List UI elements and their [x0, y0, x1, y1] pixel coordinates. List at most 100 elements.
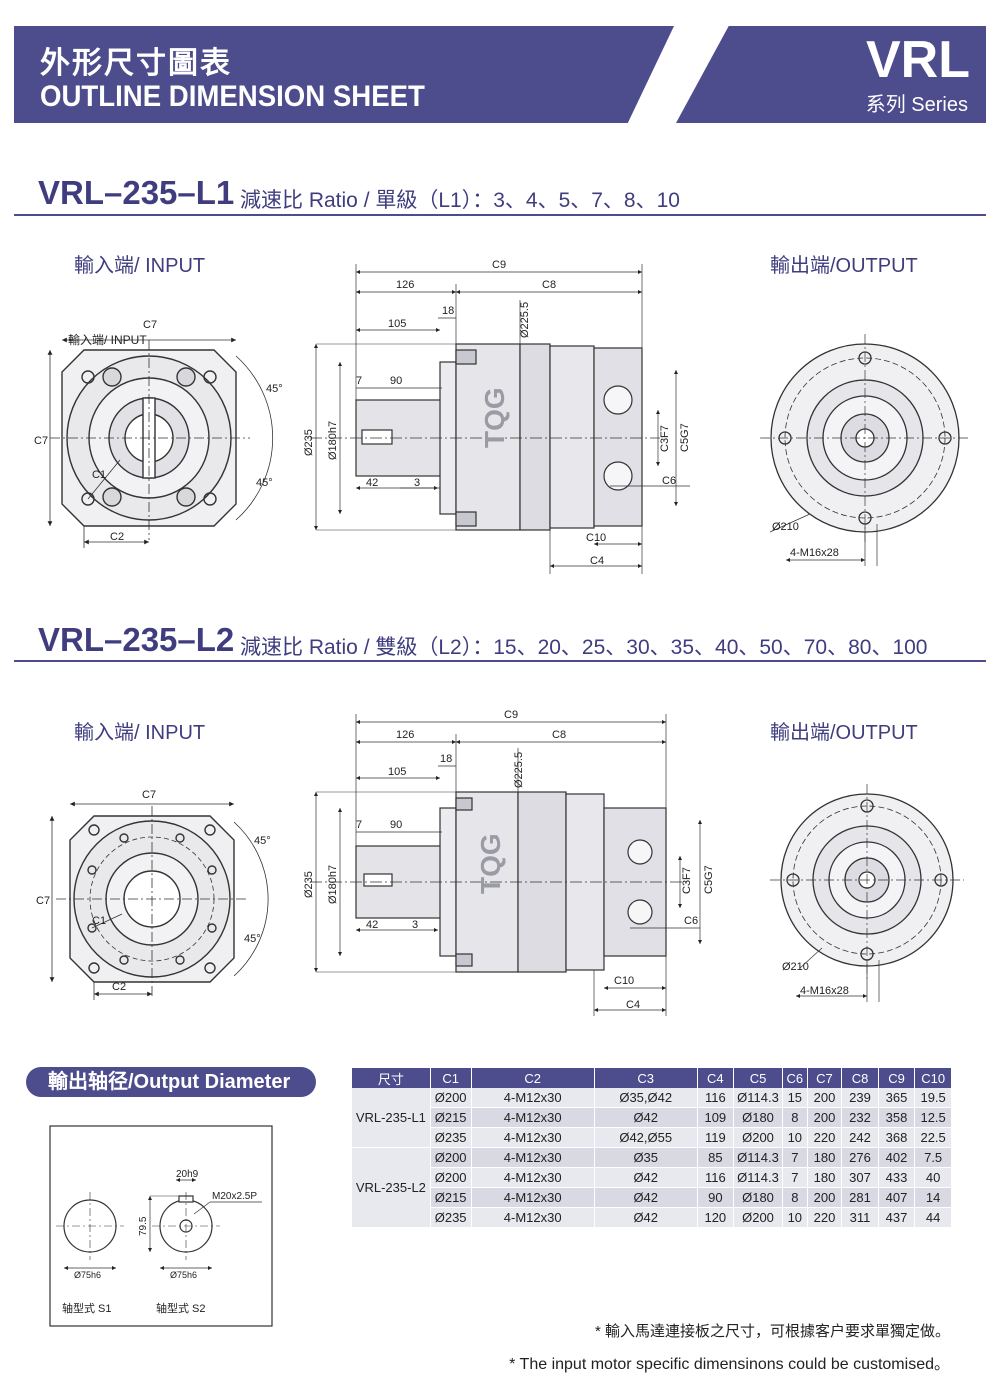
section-1-model: VRL–235–L1 — [38, 174, 235, 211]
table-cell: 220 — [807, 1127, 843, 1148]
table-cell: 120 — [697, 1207, 735, 1228]
table-cell: 116 — [697, 1088, 735, 1108]
section-2-ratio: 減速比 Ratio / 雙級（L2）：15、20、25、30、35、40、50、… — [240, 636, 928, 659]
s1-inner-input-label: 輸入端/ INPUT — [68, 332, 147, 347]
table-cell: 281 — [841, 1187, 879, 1208]
s2-dim-3: 3 — [412, 919, 418, 931]
s1-dim-m16: 4-M16x28 — [790, 547, 839, 559]
s2-dim-7: 7 — [356, 819, 362, 831]
s1-side-view-drawing — [310, 264, 690, 574]
s1-input-flange-drawing — [47, 337, 274, 548]
s2-thread: M20x2.5P — [212, 1191, 257, 1202]
table-cell: Ø42,Ø55 — [594, 1127, 698, 1148]
table-cell: 116 — [697, 1167, 735, 1188]
table-cell: 14 — [914, 1187, 952, 1208]
s2-dim-c3: C3F7 — [681, 867, 693, 894]
s1-dim-7: 7 — [356, 375, 362, 387]
title-english: OUTLINE DIMENSION SHEET — [40, 80, 425, 113]
table-cell: 15 — [782, 1088, 808, 1108]
table-cell: 239 — [841, 1088, 879, 1108]
s1-output-flange-drawing — [760, 334, 970, 566]
table-cell: 85 — [697, 1147, 735, 1168]
s1-dim-c8: C8 — [542, 279, 556, 291]
s1-dim-c5: C5G7 — [679, 423, 691, 452]
s1-logo: TQG — [479, 387, 510, 448]
table-cell: Ø215 — [430, 1187, 472, 1208]
table-cell: Ø235 — [430, 1127, 472, 1148]
table-cell: Ø180 — [733, 1187, 783, 1208]
section-1-output-label: 輸出端/OUTPUT — [770, 255, 918, 277]
s1-dim-c7: C7 — [143, 319, 157, 331]
table-cell: 402 — [878, 1147, 916, 1168]
table-cell: 119 — [697, 1127, 735, 1148]
table-cell: 10 — [782, 1207, 808, 1228]
section-2-output-label: 輸出端/OUTPUT — [770, 722, 918, 744]
s1-dim-180: Ø180h7 — [327, 421, 339, 460]
table-cell: 276 — [841, 1147, 879, 1168]
table-cell: 4-M12x30 — [471, 1107, 595, 1128]
col-header: C4 — [697, 1068, 735, 1088]
s2-dim-c5: C5G7 — [703, 865, 715, 894]
s2-dim-c9: C9 — [504, 709, 518, 721]
s1-dim-210: Ø210 — [772, 521, 799, 533]
table-cell: Ø42 — [594, 1167, 698, 1188]
table-cell: 4-M12x30 — [471, 1207, 595, 1228]
table-cell: 7 — [782, 1167, 808, 1188]
s1-dim-c3: C3F7 — [659, 425, 671, 452]
s2-dim-c1: C1 — [92, 915, 106, 927]
s2-dim-210: Ø210 — [782, 961, 809, 973]
table-cell: 4-M12x30 — [471, 1088, 595, 1108]
s1-dim-126: 126 — [396, 279, 414, 291]
table-cell: 40 — [914, 1167, 952, 1188]
s2-shaft-diameter: Ø75h6 — [170, 1270, 197, 1280]
s2-dim-c2: C2 — [112, 981, 126, 993]
note-english: * The input motor specific dimensinons c… — [509, 1356, 950, 1373]
table-cell: 200 — [807, 1088, 843, 1108]
s1-dim-235: Ø235 — [303, 429, 315, 456]
s1-dim-c10: C10 — [586, 532, 606, 544]
s1-dim-c2: C2 — [110, 531, 124, 543]
table-cell: 358 — [878, 1107, 916, 1128]
col-header: C5 — [733, 1068, 783, 1088]
col-header: C7 — [807, 1068, 843, 1088]
col-header: C6 — [782, 1068, 808, 1088]
table-cell: 90 — [697, 1187, 735, 1208]
note-chinese: * 輸入馬達連接板之尺寸，可根據客户要求單獨定做。 — [594, 1323, 950, 1340]
s1-shaft-diameter: Ø75h6 — [74, 1270, 101, 1280]
s1-angle-45-top: 45° — [266, 383, 283, 395]
table-header-row: 尺寸 C1 C2 C3 C4 C5 C6 C7 C8 C9 C10 — [352, 1068, 952, 1088]
section-1-input-label: 輸入端/ INPUT — [74, 255, 206, 277]
series-label: 系列 Series — [865, 94, 968, 116]
s2-input-flange-drawing — [49, 801, 269, 1000]
output-diameter-drawing — [49, 1125, 273, 1327]
s1-dim-c9: C9 — [492, 259, 506, 271]
s1-dim-c6: C6 — [662, 475, 676, 487]
table-cell: Ø42 — [594, 1107, 698, 1128]
s2-dim-42: 42 — [366, 919, 378, 931]
s1-dim-105: 105 — [388, 318, 406, 330]
s2-logo: TQG — [475, 833, 506, 894]
table-cell: 4-M12x30 — [471, 1147, 595, 1168]
section-2-input-label: 輸入端/ INPUT — [74, 722, 206, 744]
s2-dim-c7: C7 — [142, 789, 156, 801]
table-cell: 7 — [782, 1147, 808, 1168]
s2-angle-45-bottom: 45° — [244, 933, 261, 945]
table-cell: Ø35,Ø42 — [594, 1088, 698, 1108]
col-header: C9 — [878, 1068, 916, 1088]
table-cell: Ø114.3 — [733, 1088, 783, 1108]
s2-dim-m16: 4-M16x28 — [800, 985, 849, 997]
table-cell: 200 — [807, 1107, 843, 1128]
series-name: VRL — [866, 31, 970, 89]
col-header: C8 — [841, 1068, 879, 1088]
table-cell: Ø200 — [733, 1207, 783, 1228]
col-header: C3 — [594, 1068, 698, 1088]
table-cell: Ø200 — [430, 1088, 472, 1108]
s1-dim-90: 90 — [390, 375, 402, 387]
s2-dim-18: 18 — [440, 753, 452, 765]
table-cell: 200 — [807, 1187, 843, 1208]
